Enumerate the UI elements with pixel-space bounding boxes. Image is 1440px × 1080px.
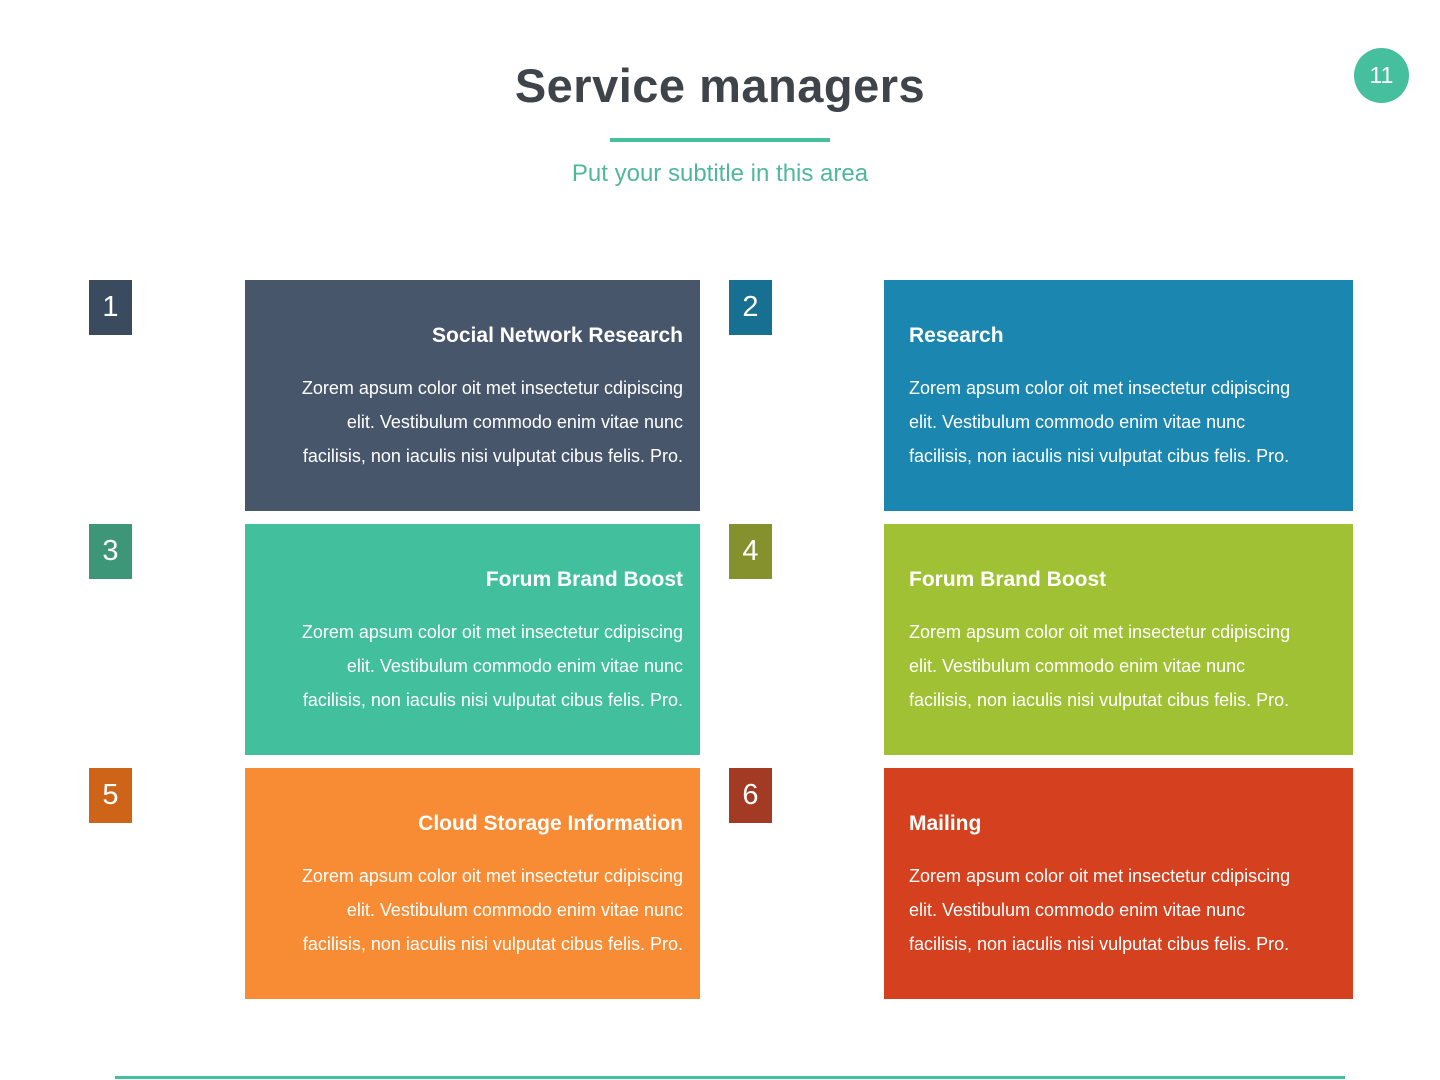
card-body-line: facilisis, non iaculis nisi vulputat cib… xyxy=(302,934,683,954)
card-title: Social Network Research xyxy=(432,324,683,347)
card-body-line: facilisis, non iaculis nisi vulputat cib… xyxy=(302,690,683,710)
card-forum-brand-boost-right: Forum Brand Boost Zorem apsum color oit … xyxy=(884,524,1353,755)
card-body-line: facilisis, non iaculis nisi vulputat cib… xyxy=(909,690,1290,710)
card-body-line: elit. Vestibulum commodo enim vitae nunc xyxy=(909,656,1246,676)
card-body-line: elit. Vestibulum commodo enim vitae nunc xyxy=(346,412,683,432)
card-body-line: facilisis, non iaculis nisi vulputat cib… xyxy=(909,446,1290,466)
title-underline xyxy=(610,138,830,142)
card-body-line: elit. Vestibulum commodo enim vitae nunc xyxy=(346,656,683,676)
card-cloud-storage-information: Cloud Storage Information Zorem apsum co… xyxy=(245,768,700,999)
card-body-line: Zorem apsum color oit met insectetur cdi… xyxy=(301,866,683,886)
card-body-line: elit. Vestibulum commodo enim vitae nunc xyxy=(909,412,1246,432)
card-forum-brand-boost-left: Forum Brand Boost Zorem apsum color oit … xyxy=(245,524,700,755)
card-body: Zorem apsum color oit met insectetur cdi… xyxy=(909,859,1333,961)
card-body: Zorem apsum color oit met insectetur cdi… xyxy=(909,615,1333,717)
card-body: Zorem apsum color oit met insectetur cdi… xyxy=(265,859,683,961)
card-title: Research xyxy=(909,324,1004,347)
card-body-line: facilisis, non iaculis nisi vulputat cib… xyxy=(909,934,1290,954)
card-body-line: facilisis, non iaculis nisi vulputat cib… xyxy=(302,446,683,466)
card-body-line: Zorem apsum color oit met insectetur cdi… xyxy=(909,378,1291,398)
page-subtitle: Put your subtitle in this area xyxy=(571,160,869,187)
card-body-line: Zorem apsum color oit met insectetur cdi… xyxy=(301,622,683,642)
card-body-line: elit. Vestibulum commodo enim vitae nunc xyxy=(346,900,683,920)
card-body-line: elit. Vestibulum commodo enim vitae nunc xyxy=(909,900,1246,920)
card-social-network-research: Social Network Research Zorem apsum colo… xyxy=(245,280,700,511)
card-body-line: Zorem apsum color oit met insectetur cdi… xyxy=(301,378,683,398)
block-3-number-badge: 3 xyxy=(89,524,132,579)
card-title: Mailing xyxy=(909,812,982,835)
block-5-number-badge: 5 xyxy=(89,768,132,823)
bottom-accent-line xyxy=(115,1076,1345,1079)
block-6-number-badge: 6 xyxy=(729,768,772,823)
card-title: Forum Brand Boost xyxy=(485,568,683,591)
block-1-number-badge: 1 xyxy=(89,280,132,335)
card-mailing: Mailing Zorem apsum color oit met insect… xyxy=(884,768,1353,999)
card-body: Zorem apsum color oit met insectetur cdi… xyxy=(265,615,683,717)
page-title: Service managers xyxy=(514,59,926,112)
card-body-line: Zorem apsum color oit met insectetur cdi… xyxy=(909,622,1291,642)
card-body: Zorem apsum color oit met insectetur cdi… xyxy=(909,371,1333,473)
card-research: Research Zorem apsum color oit met insec… xyxy=(884,280,1353,511)
card-body-line: Zorem apsum color oit met insectetur cdi… xyxy=(909,866,1291,886)
card-title: Forum Brand Boost xyxy=(909,568,1107,591)
block-4-number-badge: 4 xyxy=(729,524,772,579)
card-body: Zorem apsum color oit met insectetur cdi… xyxy=(265,371,683,473)
page-number-badge: 11 xyxy=(1354,48,1409,103)
block-2-number-badge: 2 xyxy=(729,280,772,335)
card-title: Cloud Storage Information xyxy=(418,812,683,835)
